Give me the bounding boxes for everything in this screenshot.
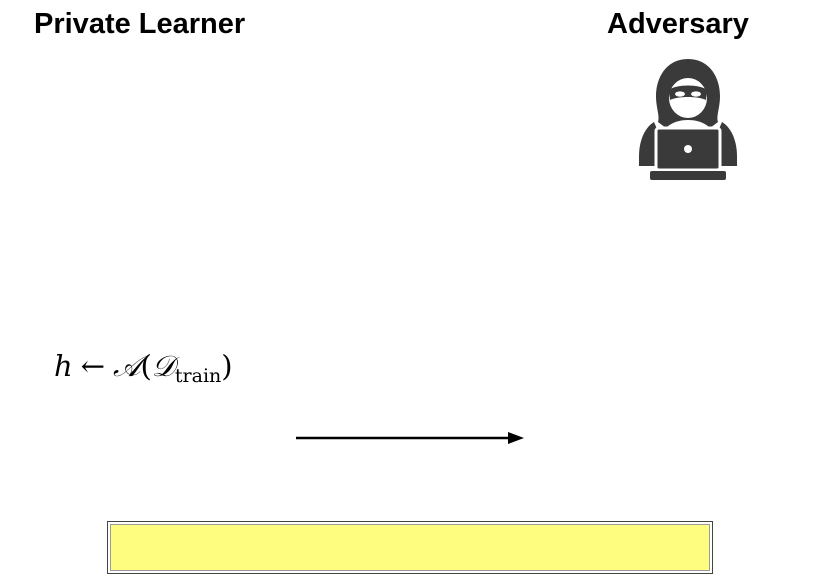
dataset-symbol: 𝒟 — [151, 349, 175, 383]
right-arrow-icon — [296, 432, 524, 444]
training-formula: h←𝒜(𝒟train) — [54, 346, 233, 386]
assign-arrow: ← — [80, 349, 105, 383]
highlight-box — [107, 521, 713, 574]
dataset-subscript: train — [174, 365, 222, 387]
hypothesis-symbol: h — [54, 349, 73, 383]
adversary-heading: Adversary — [607, 8, 749, 40]
private-learner-heading: Private Learner — [34, 8, 246, 40]
algorithm-symbol: 𝒜 — [113, 349, 141, 383]
close-paren: ) — [221, 349, 233, 383]
open-paren: ( — [140, 349, 152, 383]
hacker-with-laptop-icon — [639, 59, 737, 180]
